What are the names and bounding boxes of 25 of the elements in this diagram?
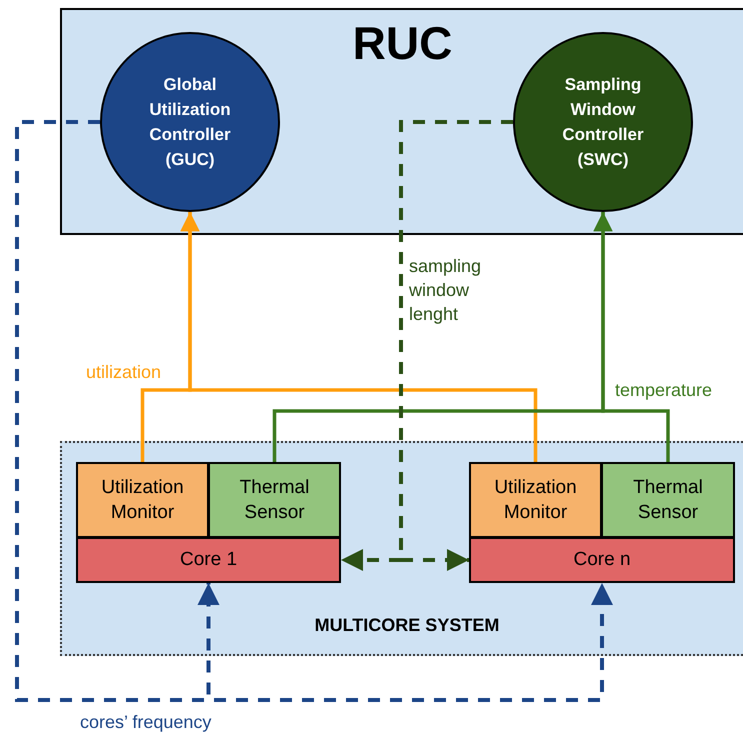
arrow [593, 212, 670, 462]
sensor-box [601, 462, 735, 538]
controller-panel [60, 8, 743, 235]
monitor-box [469, 462, 602, 538]
core-label: Core n [573, 549, 631, 571]
core-box [469, 537, 735, 583]
controller-label: Global Utilization Controller (GUC) [148, 74, 232, 171]
sensor-label: Thermal Sensor [238, 476, 310, 525]
monitor-box [76, 462, 209, 538]
panel-title: MULTICORE SYSTEM [314, 615, 500, 636]
sensor-box [208, 462, 341, 538]
edge-label: temperature [615, 379, 712, 402]
system-panel [60, 441, 743, 656]
monitor-label: Utilization Monitor [100, 476, 185, 525]
edge-label: cores’ frequency [80, 711, 212, 734]
monitor-label: Utilization Monitor [493, 476, 578, 525]
core-box [76, 537, 341, 583]
edge-label: utilization [86, 361, 162, 384]
panel-title: RUC [352, 16, 454, 70]
arrow [15, 120, 613, 702]
core-label: Core 1 [180, 549, 238, 571]
sensor-label: Thermal Sensor [632, 476, 704, 525]
arrow [180, 212, 538, 462]
edge-label: sampling window lenght [409, 255, 482, 326]
controller-label: Sampling Window Controller (SWC) [561, 74, 645, 171]
